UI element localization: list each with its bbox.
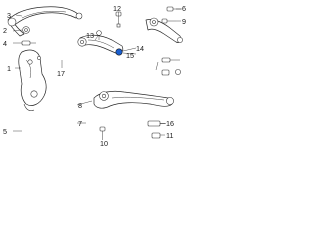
leader-lines (12, 8, 181, 136)
callout-9: 9 (182, 17, 186, 26)
callout-5: 5 (3, 127, 7, 136)
callout-17: 17 (57, 69, 65, 78)
upper-rear-arm (145, 17, 183, 43)
steering-knuckle (18, 49, 47, 112)
suspension-parts-diagram: 3 2 4 1 5 12 13 14 15 6 9 17 8 7 10 16 1… (3, 4, 186, 147)
part-2-bolt (22, 26, 30, 34)
callout-labels: 3 2 4 1 5 12 13 14 15 6 9 17 8 7 10 16 1… (3, 4, 186, 147)
lower-control-arm (93, 90, 174, 109)
callout-8: 8 (78, 101, 82, 110)
callout-1: 1 (7, 64, 11, 73)
callout-6: 6 (182, 4, 186, 13)
callout-2: 2 (3, 26, 7, 35)
callout-11: 11 (166, 131, 173, 140)
callout-4: 4 (3, 39, 7, 48)
bushing-highlighted (115, 48, 123, 56)
callout-10: 10 (100, 139, 108, 147)
callout-16: 16 (166, 119, 174, 128)
callout-7: 7 (78, 119, 82, 128)
callout-13: 13 (86, 31, 94, 40)
callout-14: 14 (136, 44, 144, 53)
callout-3: 3 (7, 11, 11, 20)
callout-12: 12 (113, 4, 121, 13)
callout-15: 15 (126, 51, 134, 60)
bottom-right-hardware (147, 120, 166, 139)
right-hardware-group (155, 57, 181, 76)
upper-control-arm (7, 6, 83, 37)
part-9-bolt (161, 18, 176, 24)
part-10-bolt (99, 126, 106, 140)
part-4-bolt (21, 40, 36, 46)
